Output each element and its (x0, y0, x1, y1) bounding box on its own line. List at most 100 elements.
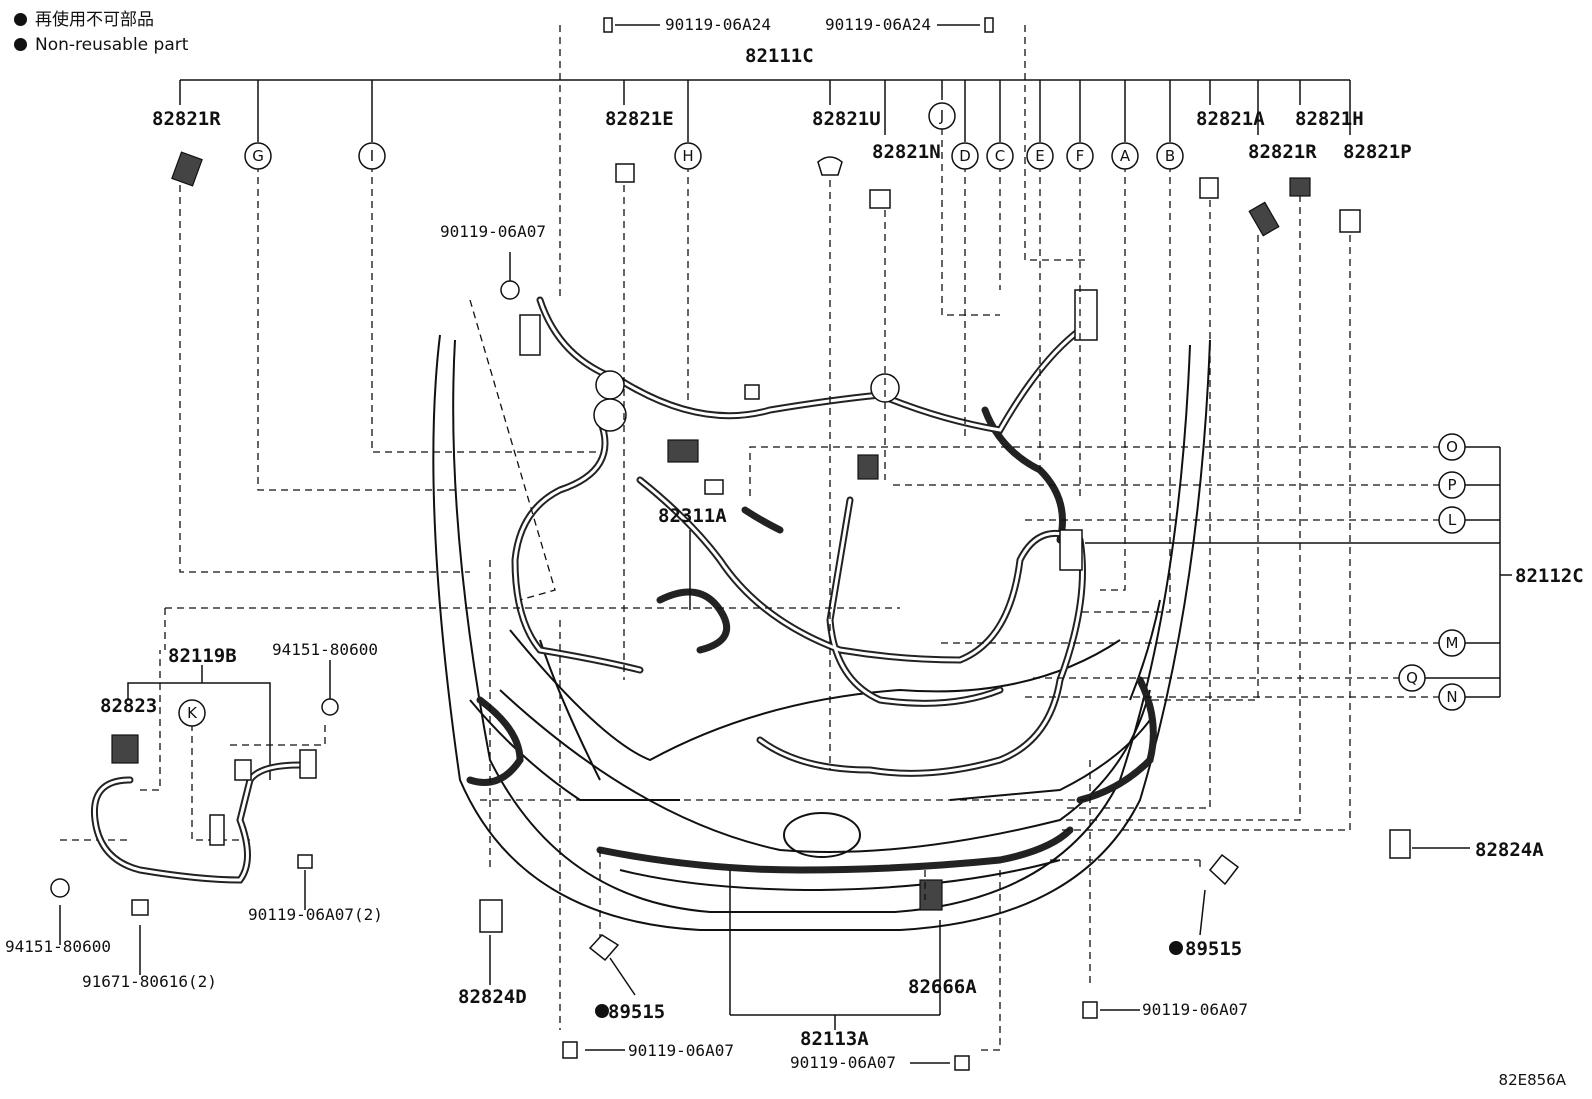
label-82821H: 82821H (1295, 108, 1364, 130)
bracket-89515-right-icon (1208, 853, 1240, 886)
callout-82111C-tree (179, 79, 1351, 142)
label-90119-06A07-bottom-left: 90119-06A07 (628, 1041, 734, 1060)
svg-text:A: A (1120, 147, 1131, 165)
label-94151-80600-bottom: 94151-80600 (5, 937, 111, 956)
callout-C: C (986, 142, 1014, 170)
label-82824D: 82824D (458, 986, 527, 1008)
svg-text:M: M (1446, 634, 1459, 652)
label-89515-left: 89515 (608, 1001, 665, 1023)
callout-H: H (674, 142, 702, 170)
bolt-icon (984, 17, 994, 33)
label-82821N: 82821N (872, 141, 941, 163)
nut-icon (321, 698, 339, 716)
diagram-code: 82E856A (1498, 1071, 1566, 1089)
callout-82112C-tree (1085, 446, 1512, 698)
legend-item-en: Non-reusable part (14, 35, 188, 55)
connector-82821N-icon (869, 189, 891, 209)
non-reusable-bullet-icon (1169, 941, 1183, 955)
svg-text:J: J (939, 107, 944, 125)
connector-82821H-icon (1289, 177, 1311, 197)
connector-82824D-icon (479, 899, 503, 933)
label-82821A: 82821A (1196, 108, 1265, 130)
bolt-icon (954, 1055, 970, 1071)
label-82119B: 82119B (168, 645, 237, 667)
svg-text:F: F (1076, 147, 1085, 165)
label-90119-06A24-right: 90119-06A24 (825, 15, 931, 34)
label-82821R-left: 82821R (152, 108, 221, 130)
connector-82821P-icon (1339, 209, 1361, 233)
label-82821P: 82821P (1343, 141, 1412, 163)
svg-text:B: B (1165, 147, 1175, 165)
bolt-icon (562, 1041, 578, 1059)
svg-text:L: L (1448, 511, 1457, 529)
sub-harness-82119B (90, 734, 317, 884)
non-reusable-bullet-icon (595, 1004, 609, 1018)
svg-text:I: I (370, 147, 374, 165)
svg-text:H: H (682, 147, 693, 165)
bracket-89515-left-icon (588, 934, 620, 962)
bolt-icon (1082, 1001, 1098, 1019)
label-82823: 82823 (100, 695, 157, 717)
connector-82821R-left-icon (171, 151, 203, 187)
connector-82821E-icon (615, 163, 635, 183)
label-82111C: 82111C (745, 45, 814, 67)
callout-K: K (178, 699, 206, 727)
label-82113A: 82113A (800, 1028, 869, 1050)
callout-P: P (1438, 471, 1466, 499)
callout-E: E (1026, 142, 1054, 170)
label-82821U: 82821U (812, 108, 881, 130)
callout-O: O (1438, 433, 1466, 461)
part-icons (50, 17, 1411, 1071)
svg-text:O: O (1446, 438, 1458, 456)
callout-Q: Q (1398, 664, 1426, 692)
callout-circles: G I H J D C E F A B K O P L M Q N (178, 102, 1466, 727)
label-82821E: 82821E (605, 108, 674, 130)
connector-82821R-right-icon (1248, 201, 1280, 237)
svg-text:K: K (187, 704, 198, 722)
callout-F: F (1066, 142, 1094, 170)
callout-82113A-tree (729, 870, 941, 1030)
non-reusable-bullet-icon (14, 38, 27, 51)
label-91671-80616: 91671-80616(2) (82, 972, 217, 991)
svg-text:E: E (1035, 147, 1044, 165)
label-90119-06A07-mid: 90119-06A07 (440, 222, 546, 241)
label-82824A: 82824A (1475, 839, 1544, 861)
legend-item-ja: 再使用不可部品 (14, 10, 154, 30)
legend-text-en: Non-reusable part (35, 35, 189, 55)
label-90119-06A07-bottom-right: 90119-06A07 (1142, 1000, 1248, 1019)
callout-M: M (1438, 629, 1466, 657)
svg-text:Q: Q (1406, 669, 1418, 687)
wiring-harness (466, 289, 1157, 911)
callout-A: A (1111, 142, 1139, 170)
non-reusable-bullet-icon (14, 13, 27, 26)
label-90119-06A24-left: 90119-06A24 (665, 15, 771, 34)
callout-N: N (1438, 683, 1466, 711)
label-82112C: 82112C (1515, 565, 1584, 587)
label-90119-06A07-2: 90119-06A07(2) (248, 905, 383, 924)
callout-G: G (244, 142, 272, 170)
connector-82824A-icon (1389, 829, 1411, 859)
solid-leaders (59, 24, 1470, 1064)
label-89515-right: 89515 (1185, 938, 1242, 960)
connector-82821U-icon (817, 156, 843, 176)
bolt-icon (500, 280, 520, 300)
callout-I: I (358, 142, 386, 170)
vehicle-body-outline (432, 334, 1211, 931)
bolt-icon (131, 899, 149, 916)
label-94151-80600-top: 94151-80600 (272, 640, 378, 659)
leader-lines (60, 25, 1440, 1051)
legend-text-ja: 再使用不可部品 (35, 10, 154, 30)
callout-L: L (1438, 506, 1466, 534)
part-labels: 82111C 82112C 82113A 82119B 82311A 82821… (5, 15, 1584, 1072)
label-82311A: 82311A (658, 505, 727, 527)
label-82666A: 82666A (908, 976, 977, 998)
bolt-icon (603, 17, 613, 33)
svg-text:C: C (995, 147, 1005, 165)
svg-text:D: D (959, 147, 971, 165)
callout-B: B (1156, 142, 1184, 170)
svg-text:G: G (252, 147, 264, 165)
nut-icon (50, 878, 70, 898)
svg-text:N: N (1446, 688, 1457, 706)
label-90119-06A07-bottom-mid: 90119-06A07 (790, 1053, 896, 1072)
